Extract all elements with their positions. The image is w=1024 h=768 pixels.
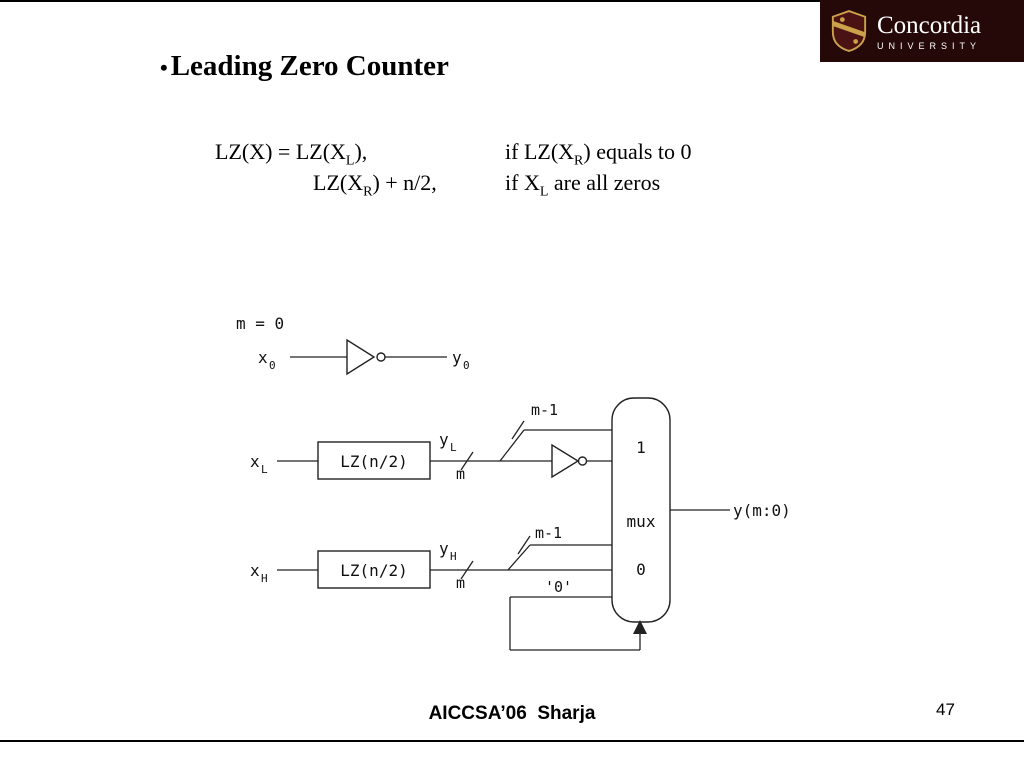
label-x0-sub: 0 <box>269 359 276 372</box>
formula-subscript: R <box>363 184 373 200</box>
inverter-bubble-x0 <box>376 352 386 362</box>
inverter-gate-yl <box>551 443 580 479</box>
formula-text: ) + n/2, <box>372 170 437 195</box>
label-yl-sub: L <box>450 441 457 454</box>
label-bus-m1-bottom: m-1 <box>535 524 562 542</box>
label-m-equals-0: m = 0 <box>236 314 284 333</box>
concordia-shield-icon <box>831 10 867 52</box>
label-lz-box-bottom: LZ(n/2) <box>340 561 407 580</box>
label-xh: x <box>250 561 260 580</box>
label-x0: x <box>258 348 268 367</box>
title-text: Leading Zero Counter <box>170 50 449 82</box>
slide-title: •Leading Zero Counter <box>160 50 449 83</box>
mux <box>611 397 671 623</box>
feedback-arrowhead-icon <box>633 620 647 634</box>
label-yh-sub: H <box>450 550 457 563</box>
formula-text: if X <box>505 170 540 195</box>
label-lz-box-top: LZ(n/2) <box>340 452 407 471</box>
label-mux-input-1: 1 <box>636 438 646 457</box>
bus-slash-m1-bottom <box>517 535 531 555</box>
label-xh-sub: H <box>261 572 268 585</box>
formula-line2-condition: if XL are all zeros <box>505 170 661 200</box>
formula-text: are all zeros <box>548 170 661 195</box>
footer-conference: AICCSA’06 Sharja <box>428 703 596 724</box>
label-y0-sub: 0 <box>463 359 470 372</box>
label-output: y(m:0) <box>733 501 791 520</box>
formula-subscript: R <box>574 153 584 169</box>
label-xl-sub: L <box>261 463 268 476</box>
label-bus-m-bottom: m <box>456 574 465 592</box>
page-number: 47 <box>936 700 955 719</box>
formula-subscript: L <box>539 184 549 200</box>
formula-line1-lhs: LZ(X) = LZ(XL), <box>215 139 368 168</box>
label-yh: y <box>439 539 449 558</box>
logo-name: Concordia <box>877 11 982 39</box>
formula-line2-lhs: LZ(XR) + n/2, <box>215 170 437 200</box>
label-mux-input-0: 0 <box>636 560 646 579</box>
bus-slash-m1-top <box>511 420 525 440</box>
logo-text: Concordia UNIVERSITY <box>877 12 981 51</box>
label-bus-m-top: m <box>456 465 465 483</box>
top-border-line <box>0 0 1024 2</box>
formula-text: if LZ(X <box>505 139 575 164</box>
lz-box-bottom <box>317 550 431 589</box>
formula-text: ), <box>354 139 368 164</box>
logo-subtitle: UNIVERSITY <box>877 40 982 51</box>
bus-slash-yl <box>460 451 474 471</box>
formula-line1-condition: if LZ(XR) equals to 0 <box>505 139 692 169</box>
formula-text: ) equals to 0 <box>583 139 692 164</box>
diagram-wires <box>277 356 730 651</box>
formula-subscript: L <box>345 153 355 169</box>
formula-block: LZ(X) = LZ(XL), if LZ(XR) equals to 0 LZ… <box>215 139 815 201</box>
lz-box-top <box>317 441 431 480</box>
label-yl: y <box>439 430 449 449</box>
inverter-bubble-yl <box>577 456 588 466</box>
label-bus-m1-top: m-1 <box>531 401 558 419</box>
concordia-logo: Concordia UNIVERSITY <box>820 0 1024 62</box>
bus-slash-yh <box>460 560 474 580</box>
label-y0: y <box>452 348 462 367</box>
inverter-gate-x0 <box>346 338 376 376</box>
formula-line-1: LZ(X) = LZ(XL), if LZ(XR) equals to 0 <box>215 139 815 170</box>
label-xl: x <box>250 452 260 471</box>
formula-text: LZ(X <box>313 170 364 195</box>
formula-line-2: LZ(XR) + n/2, if XL are all zeros <box>215 170 815 201</box>
wire-yh-branch-diagonal <box>507 544 531 571</box>
label-const-zero: '0' <box>545 578 572 596</box>
wire-yl-branch-diagonal <box>499 429 525 462</box>
label-mux: mux <box>627 512 656 531</box>
title-bullet: • <box>160 55 168 80</box>
bottom-border-line <box>0 740 1024 742</box>
formula-text: LZ(X) = LZ(X <box>215 139 346 164</box>
